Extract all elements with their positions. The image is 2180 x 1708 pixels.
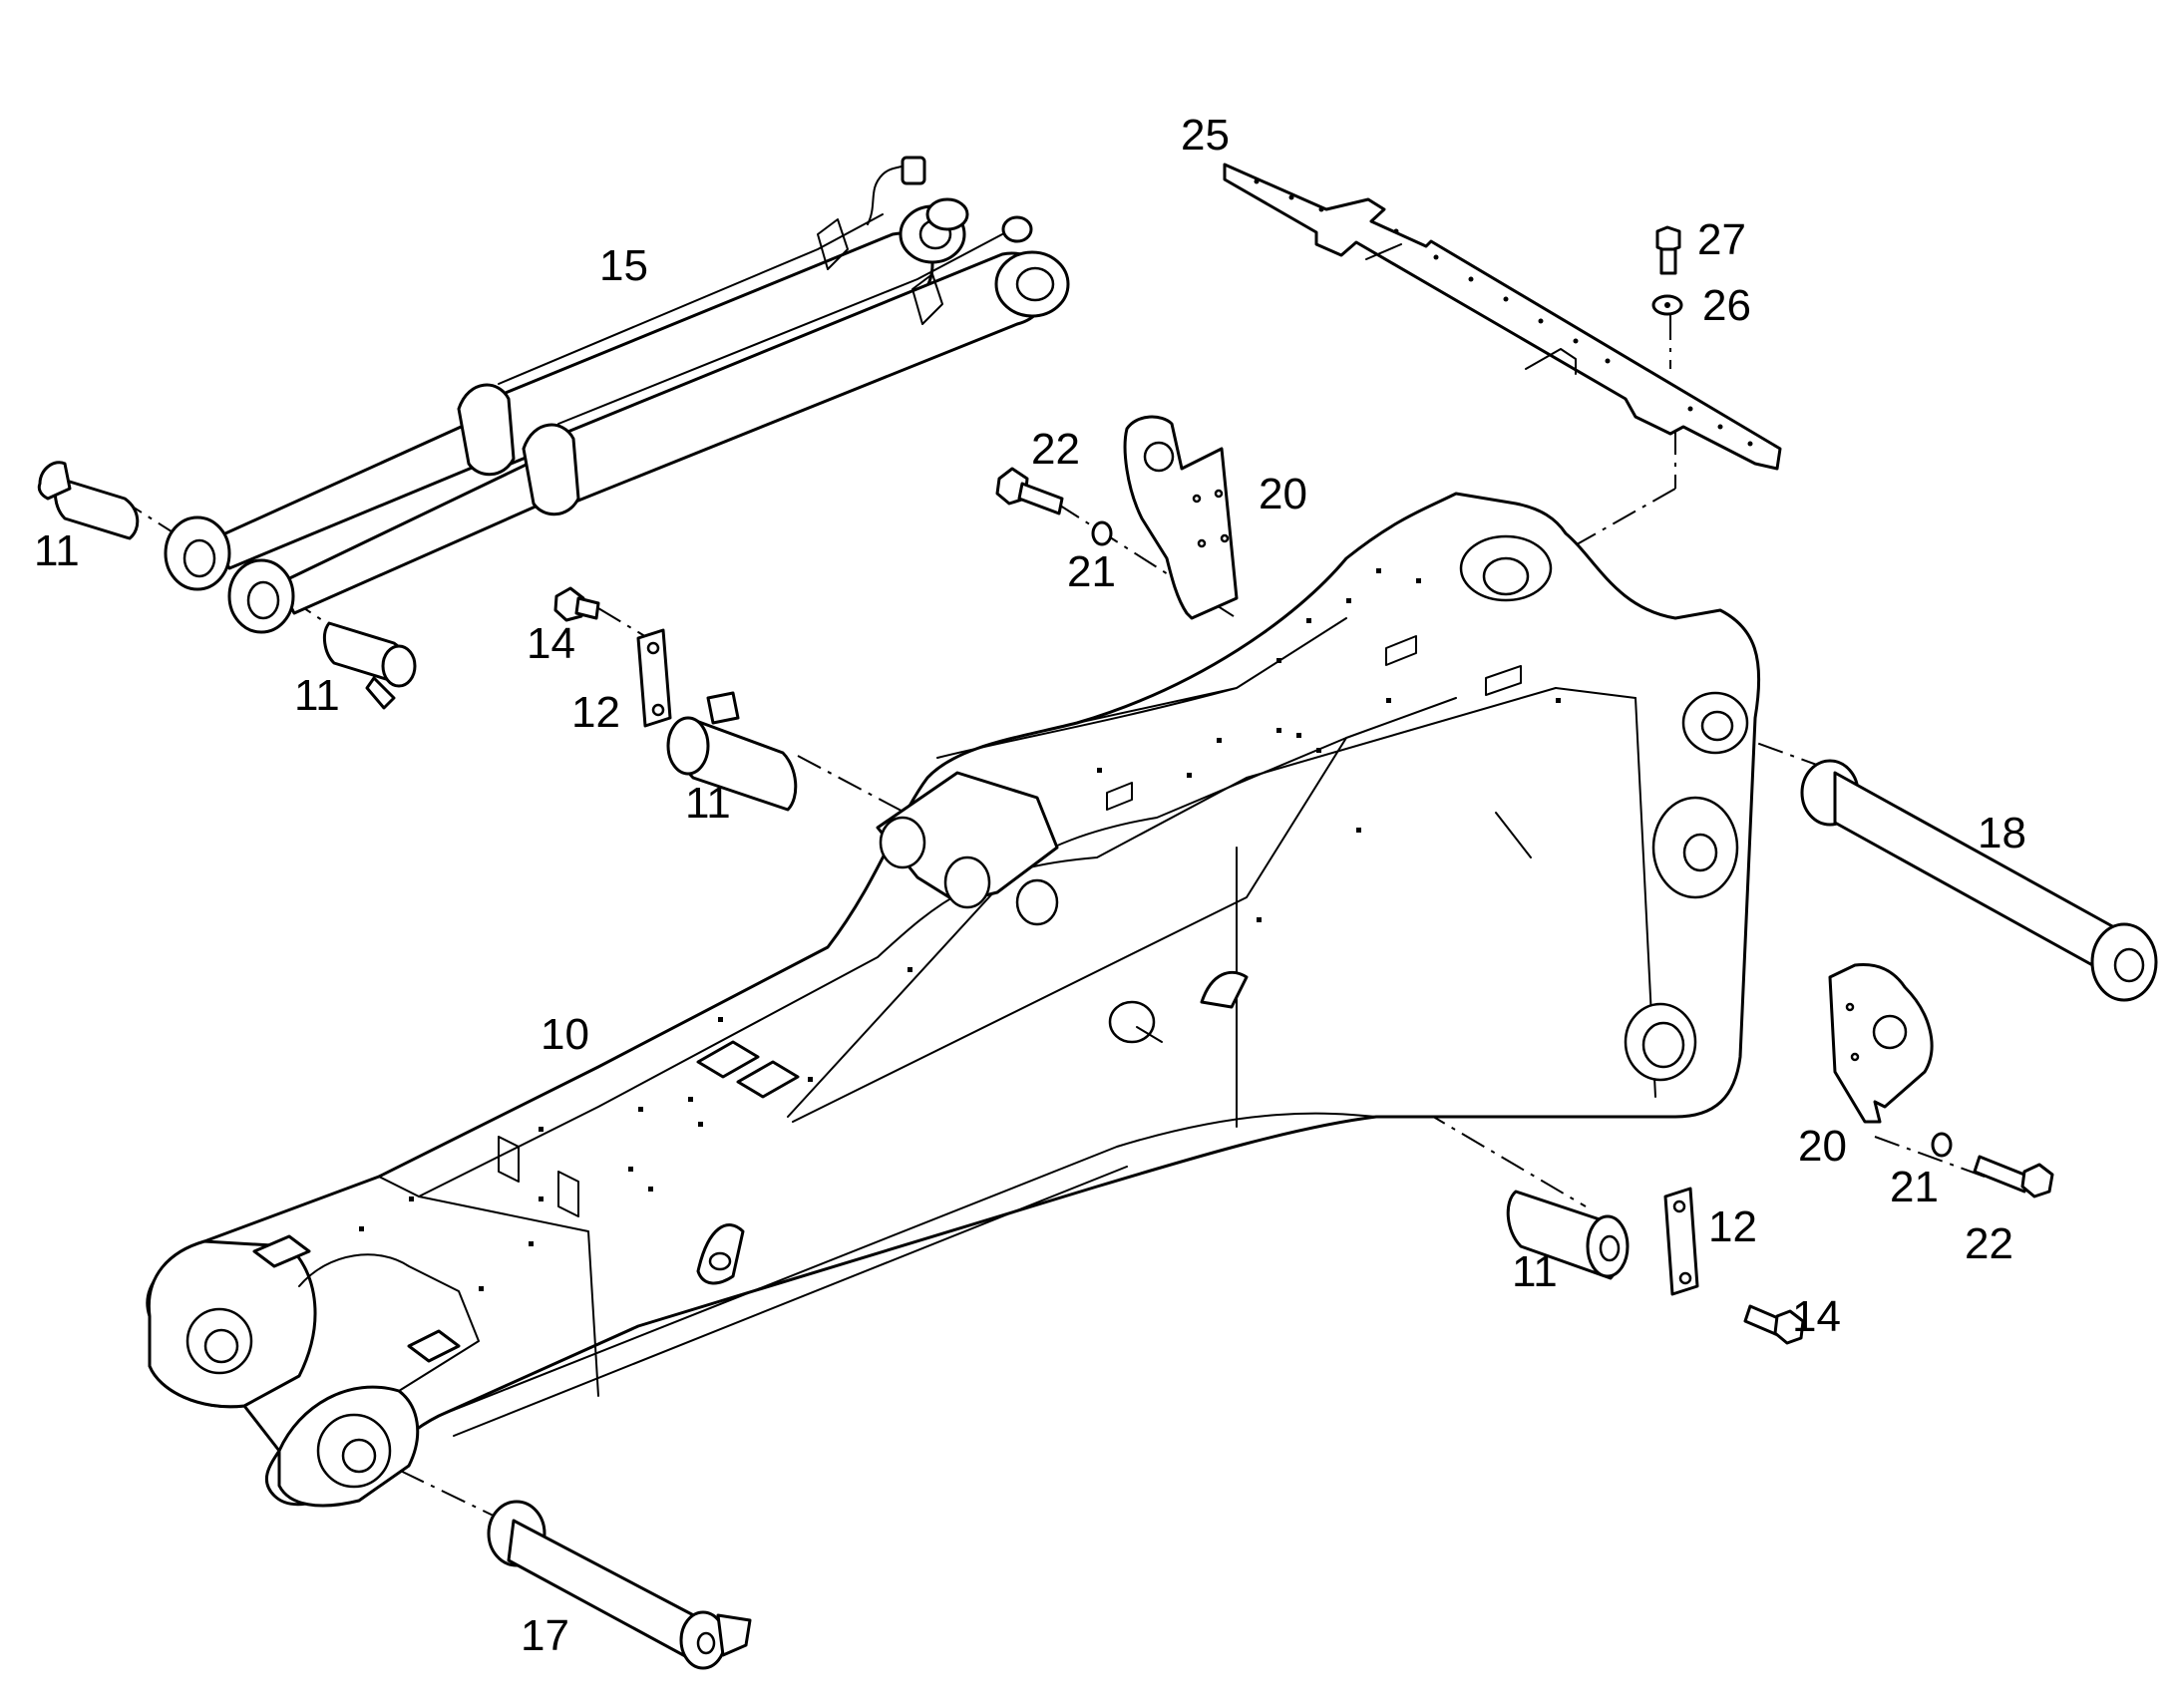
cylinder-upper-pipe: [498, 213, 884, 385]
callout-pin-right: 11: [1512, 1247, 1558, 1296]
leader-foot-pin: [358, 1450, 505, 1522]
boom-deck-clip-2: [557, 1171, 579, 1217]
leader-screw-top: [1056, 503, 1238, 619]
bar-holes: [1254, 178, 1753, 447]
boom-lower-edge: [438, 1112, 1377, 1417]
pin-cyl-rod-upper: [37, 461, 140, 540]
boom-deck-bracket-4: [407, 1329, 461, 1363]
boom-side-boss: [1108, 1000, 1156, 1044]
callout-bolt-left: 14: [527, 619, 575, 668]
bracket-top: [1123, 415, 1239, 620]
washer-top: [1091, 520, 1113, 546]
callout-screw-top: 22: [1031, 425, 1080, 474]
boom-rear-boss-mid-inner: [1682, 833, 1718, 872]
callout-boom: 10: [541, 1010, 589, 1059]
boom-deck-holes: [359, 568, 1561, 1291]
boom-lug-hole-2: [943, 855, 991, 909]
cylinder-lower-pipe: [557, 233, 1003, 425]
pin-boom-rear: [1800, 759, 2158, 1002]
cylinder-clamp-2: [911, 273, 943, 325]
cylinder-clamp-1: [817, 218, 849, 270]
callout-bar: 25: [1181, 111, 1230, 160]
cylinder-port-1: [925, 197, 969, 231]
callouts: 10 11 11 11 11 12 12 14 14 15 17 18 20 2…: [34, 111, 2026, 1660]
bar: [1223, 163, 1782, 471]
boom-deck-slot-3: [1106, 782, 1133, 811]
boom-side-boss-stem: [1136, 1026, 1163, 1043]
boom-deck-bracket-2: [736, 1060, 800, 1099]
boom-lug-hole-1: [879, 816, 926, 869]
boom-wedge: [1495, 812, 1532, 858]
callout-pin-cyl-base: 11: [685, 779, 731, 828]
bolt-bar: [1655, 225, 1681, 275]
boom-foot-right-hole-inner: [341, 1438, 377, 1474]
boom-deck-slot-1: [1385, 635, 1417, 666]
callout-pin-boom-rear: 18: [1978, 809, 2026, 857]
cylinder-upper-rod-eye-hole: [182, 538, 216, 578]
callout-cylinders: 15: [599, 241, 648, 290]
boom-deck-clip-1: [498, 1136, 520, 1183]
boom-side-edge: [418, 1196, 599, 1397]
bracket-right: [1828, 962, 1934, 1124]
washer-right: [1931, 1132, 1953, 1158]
boom-rear-boss-upper-inner: [1700, 710, 1734, 742]
pin-cyl-rod-lower: [322, 621, 417, 710]
boom-triangle-hole: [708, 1251, 732, 1271]
boom-top-boss-inner: [1482, 556, 1530, 596]
pin-right: [1506, 1190, 1630, 1280]
cylinder-lower-flange: [522, 423, 580, 516]
callout-screw-right: 22: [1965, 1219, 2013, 1268]
callout-bracket-top: 20: [1259, 470, 1307, 518]
boom-triangle-plate: [1200, 970, 1249, 1009]
callout-washer-right: 21: [1890, 1163, 1939, 1211]
boom-lug-hole-3: [1015, 878, 1059, 926]
cylinder-upper-flange: [457, 383, 516, 477]
boom-foot-left-hole-inner: [203, 1328, 239, 1364]
callout-washer-bar: 26: [1702, 281, 1751, 330]
screw-right: [1973, 1155, 2054, 1198]
boom-deck-slot-2: [1485, 665, 1522, 696]
callout-washer-top: 21: [1067, 547, 1116, 596]
lock-plate-right: [1663, 1187, 1699, 1296]
leader-bolt-left: [597, 607, 649, 639]
callout-lock-plate-left: 12: [571, 688, 620, 737]
boom-deck-bracket-3: [252, 1234, 311, 1268]
boom: [146, 492, 1761, 1508]
callout-bolt-right: 14: [1792, 1292, 1841, 1341]
bolt-left: [553, 586, 600, 622]
cylinder-port-2: [1001, 215, 1033, 243]
boom-inner-flange-2: [792, 737, 1347, 1123]
cylinder-lower-rod-eye-hole: [246, 580, 280, 620]
cylinders: [164, 156, 1070, 634]
leader-screw-right: [1874, 1136, 1986, 1178]
callout-bolt-bar: 27: [1697, 215, 1746, 264]
callout-lock-plate-right: 12: [1708, 1202, 1757, 1251]
screw-top: [995, 467, 1064, 515]
boom-cylinder-lug: [876, 771, 1059, 904]
callout-pin-cyl-rod-lower: 11: [294, 671, 340, 720]
pin-boom-foot: [487, 1500, 752, 1670]
boom-lower-edge-2: [453, 1166, 1128, 1437]
callout-pin-boom-foot: 17: [521, 1611, 569, 1660]
bolt-right: [1743, 1304, 1805, 1345]
boom-foot-web: [298, 1253, 480, 1392]
pin-cyl-base: [666, 691, 798, 812]
boom-rear-top: [1555, 687, 1636, 699]
cylinder-lower-head-hole: [1015, 266, 1055, 302]
lock-plate-left: [636, 628, 672, 728]
callout-pin-cyl-rod-upper: 11: [34, 526, 80, 575]
boom-upper-flange: [936, 617, 1347, 759]
boom-deck-bracket-1: [696, 1040, 760, 1079]
cylinder-hose-fitting: [901, 156, 926, 185]
boom-rear-boss-lower-inner: [1641, 1021, 1685, 1069]
callout-bracket-right: 20: [1798, 1122, 1847, 1171]
